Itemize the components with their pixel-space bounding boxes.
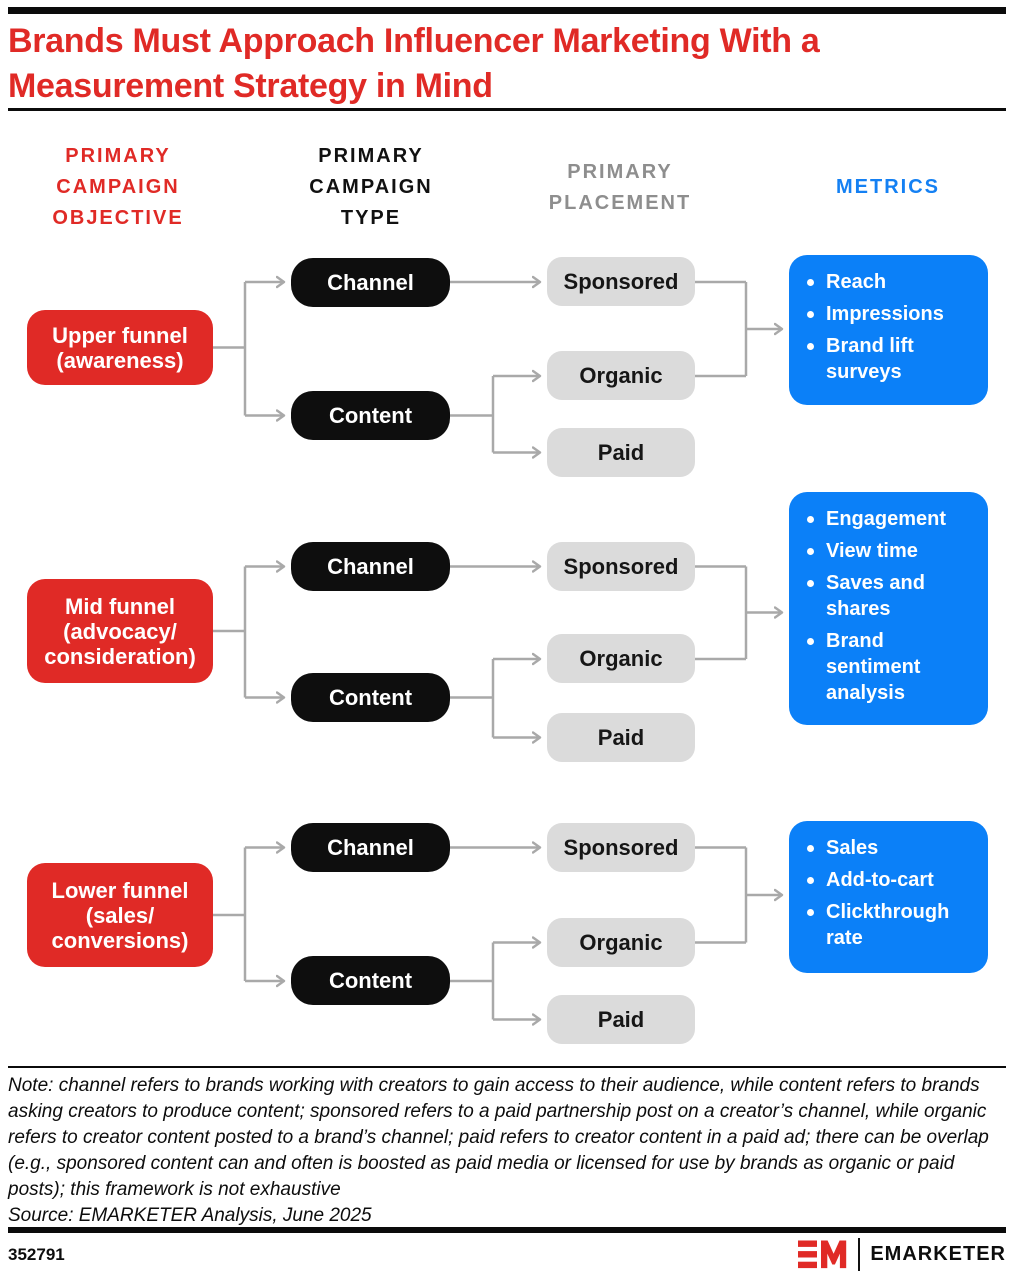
- metric-item: Brand sentiment analysis: [805, 628, 976, 706]
- bullet-icon: [807, 845, 814, 852]
- chart-title: Brands Must Approach Influencer Marketin…: [8, 22, 820, 105]
- type-box-channel-row3: Channel: [291, 823, 450, 872]
- placement-box-paid-row2: Paid: [547, 713, 695, 762]
- metric-item: Clickthrough rate: [805, 899, 976, 951]
- metric-item: Brand lift surveys: [805, 333, 976, 385]
- metric-label: Brand sentiment analysis: [826, 630, 921, 704]
- placement-box-sponsored-row3: Sponsored: [547, 823, 695, 872]
- metric-item: Engagement: [805, 506, 976, 532]
- metric-label: Engagement: [826, 508, 947, 530]
- metric-item: Add-to-cart: [805, 867, 976, 893]
- footnote-block: Note: channel refers to brands working w…: [8, 1073, 1010, 1229]
- metric-label: Clickthrough rate: [826, 901, 950, 949]
- placement-box-sponsored-row1: Sponsored: [547, 257, 695, 306]
- chart-id: 352791: [8, 1245, 65, 1264]
- placement-box-organic-row3: Organic: [547, 918, 695, 967]
- bullet-icon: [807, 343, 814, 350]
- emarketer-logo: EMARKETER: [798, 1238, 1006, 1271]
- logo-divider: [858, 1238, 861, 1271]
- objective-box-mid-funnel: Mid funnel (advocacy/ consideration): [27, 579, 213, 683]
- metric-item: Saves and shares: [805, 570, 976, 622]
- bullet-icon: [807, 311, 814, 318]
- bullet-icon: [807, 877, 814, 884]
- column-header-type: PRIMARY CAMPAIGN TYPE: [309, 145, 433, 229]
- type-box-content-row3: Content: [291, 956, 450, 1005]
- metric-label: Add-to-cart: [826, 869, 934, 891]
- metric-label: Sales: [826, 837, 879, 859]
- title-rule: [8, 108, 1006, 111]
- column-header-metrics: METRICS: [836, 176, 940, 198]
- source-text: Source: EMARKETER Analysis, June 2025: [8, 1205, 372, 1226]
- note-rule: [8, 1066, 1006, 1068]
- metric-item: Reach: [805, 269, 976, 295]
- metric-item: Impressions: [805, 301, 976, 327]
- objective-box-upper-funnel: Upper funnel (awareness): [27, 310, 213, 385]
- bullet-icon: [807, 548, 814, 555]
- metric-label: Impressions: [826, 303, 944, 325]
- em-mark-icon: [798, 1240, 847, 1269]
- bullet-icon: [807, 580, 814, 587]
- metric-label: Brand lift surveys: [826, 335, 914, 383]
- metric-item: Sales: [805, 835, 976, 861]
- objective-box-lower-funnel: Lower funnel (sales/ conversions): [27, 863, 213, 967]
- placement-box-organic-row1: Organic: [547, 351, 695, 400]
- bullet-icon: [807, 638, 814, 645]
- note-text: Note: channel refers to brands working w…: [8, 1075, 989, 1200]
- top-rule: [8, 7, 1006, 14]
- type-box-content-row1: Content: [291, 391, 450, 440]
- footer-rule: [8, 1227, 1006, 1233]
- metric-label: View time: [826, 540, 918, 562]
- placement-box-organic-row2: Organic: [547, 634, 695, 683]
- metric-label: Saves and shares: [826, 572, 925, 620]
- column-header-placement: PRIMARY PLACEMENT: [548, 161, 692, 214]
- placement-box-paid-row3: Paid: [547, 995, 695, 1044]
- bullet-icon: [807, 279, 814, 286]
- metric-label: Reach: [826, 271, 887, 293]
- metric-item: View time: [805, 538, 976, 564]
- placement-box-paid-row1: Paid: [547, 428, 695, 477]
- type-box-channel-row2: Channel: [291, 542, 450, 591]
- brand-name: EMARKETER: [870, 1243, 1006, 1265]
- column-header-objective: PRIMARY CAMPAIGN OBJECTIVE: [52, 145, 184, 229]
- bullet-icon: [807, 909, 814, 916]
- type-box-content-row2: Content: [291, 673, 450, 722]
- type-box-channel-row1: Channel: [291, 258, 450, 307]
- placement-box-sponsored-row2: Sponsored: [547, 542, 695, 591]
- bullet-icon: [807, 516, 814, 523]
